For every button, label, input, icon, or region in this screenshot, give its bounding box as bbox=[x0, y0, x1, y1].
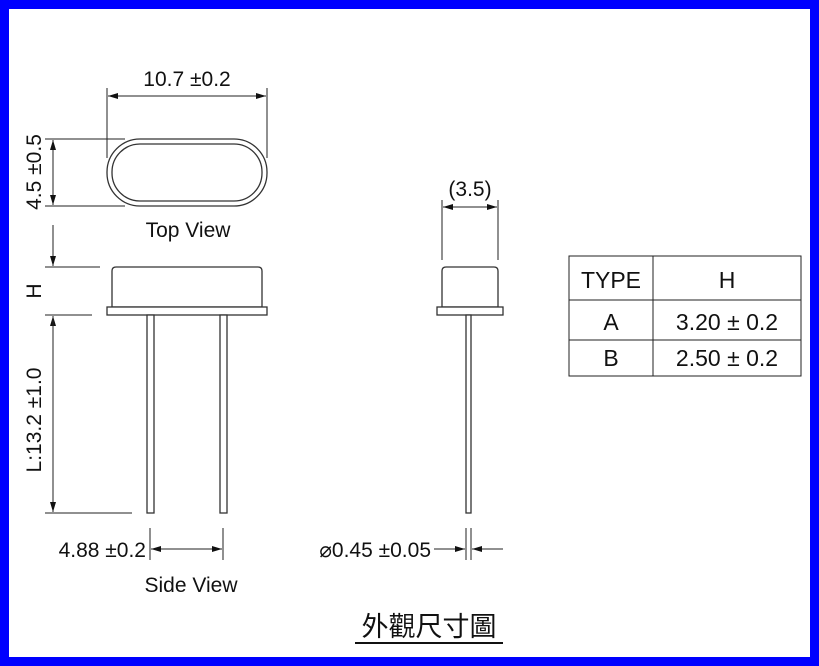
crystal-flange bbox=[106, 306, 268, 316]
table-header-h: H bbox=[719, 267, 736, 293]
table-cell-h-b: 2.50 ± 0.2 bbox=[676, 345, 778, 371]
h-dimension-text: H bbox=[23, 283, 46, 298]
drawing-title: 外觀尺寸圖 bbox=[362, 612, 497, 642]
lead-right bbox=[219, 314, 228, 514]
table-cell-h-a: 3.20 ± 0.2 bbox=[676, 309, 778, 335]
type-table: TYPE H A 3.20 ± 0.2 B 2.50 ± 0.2 bbox=[568, 255, 802, 377]
side-view-label: Side View bbox=[144, 574, 238, 597]
crystal-body bbox=[111, 266, 263, 308]
top-view: 10.7 ±0.2 4.5 ±0.5 Top View bbox=[23, 68, 268, 242]
height-dimension-text: 4.5 ±0.5 bbox=[23, 134, 46, 210]
top-view-label: Top View bbox=[146, 219, 232, 242]
lead-length-dimension-text: L:13.2 ±1.0 bbox=[23, 368, 46, 473]
end-view-lead bbox=[465, 314, 472, 514]
table-header-type: TYPE bbox=[581, 267, 641, 293]
width-dimension-text: 10.7 ±0.2 bbox=[143, 68, 230, 91]
side-view: H L:13.2 ±1.0 4.88 ±0.2 Side View bbox=[23, 225, 268, 597]
table-cell-type-a: A bbox=[603, 309, 619, 335]
end-view-flange bbox=[436, 306, 504, 316]
pitch-dimension-text: 4.88 ±0.2 bbox=[59, 539, 146, 562]
thickness-dimension-text: (3.5) bbox=[448, 178, 491, 201]
end-view-body bbox=[441, 266, 499, 308]
end-view: (3.5) ⌀0.45 ±0.05 bbox=[319, 178, 504, 562]
table-cell-type-b: B bbox=[603, 345, 618, 371]
top-view-outline-inner bbox=[111, 143, 263, 202]
lead-left bbox=[146, 314, 155, 514]
lead-diameter-dimension-text: ⌀0.45 ±0.05 bbox=[319, 539, 431, 562]
